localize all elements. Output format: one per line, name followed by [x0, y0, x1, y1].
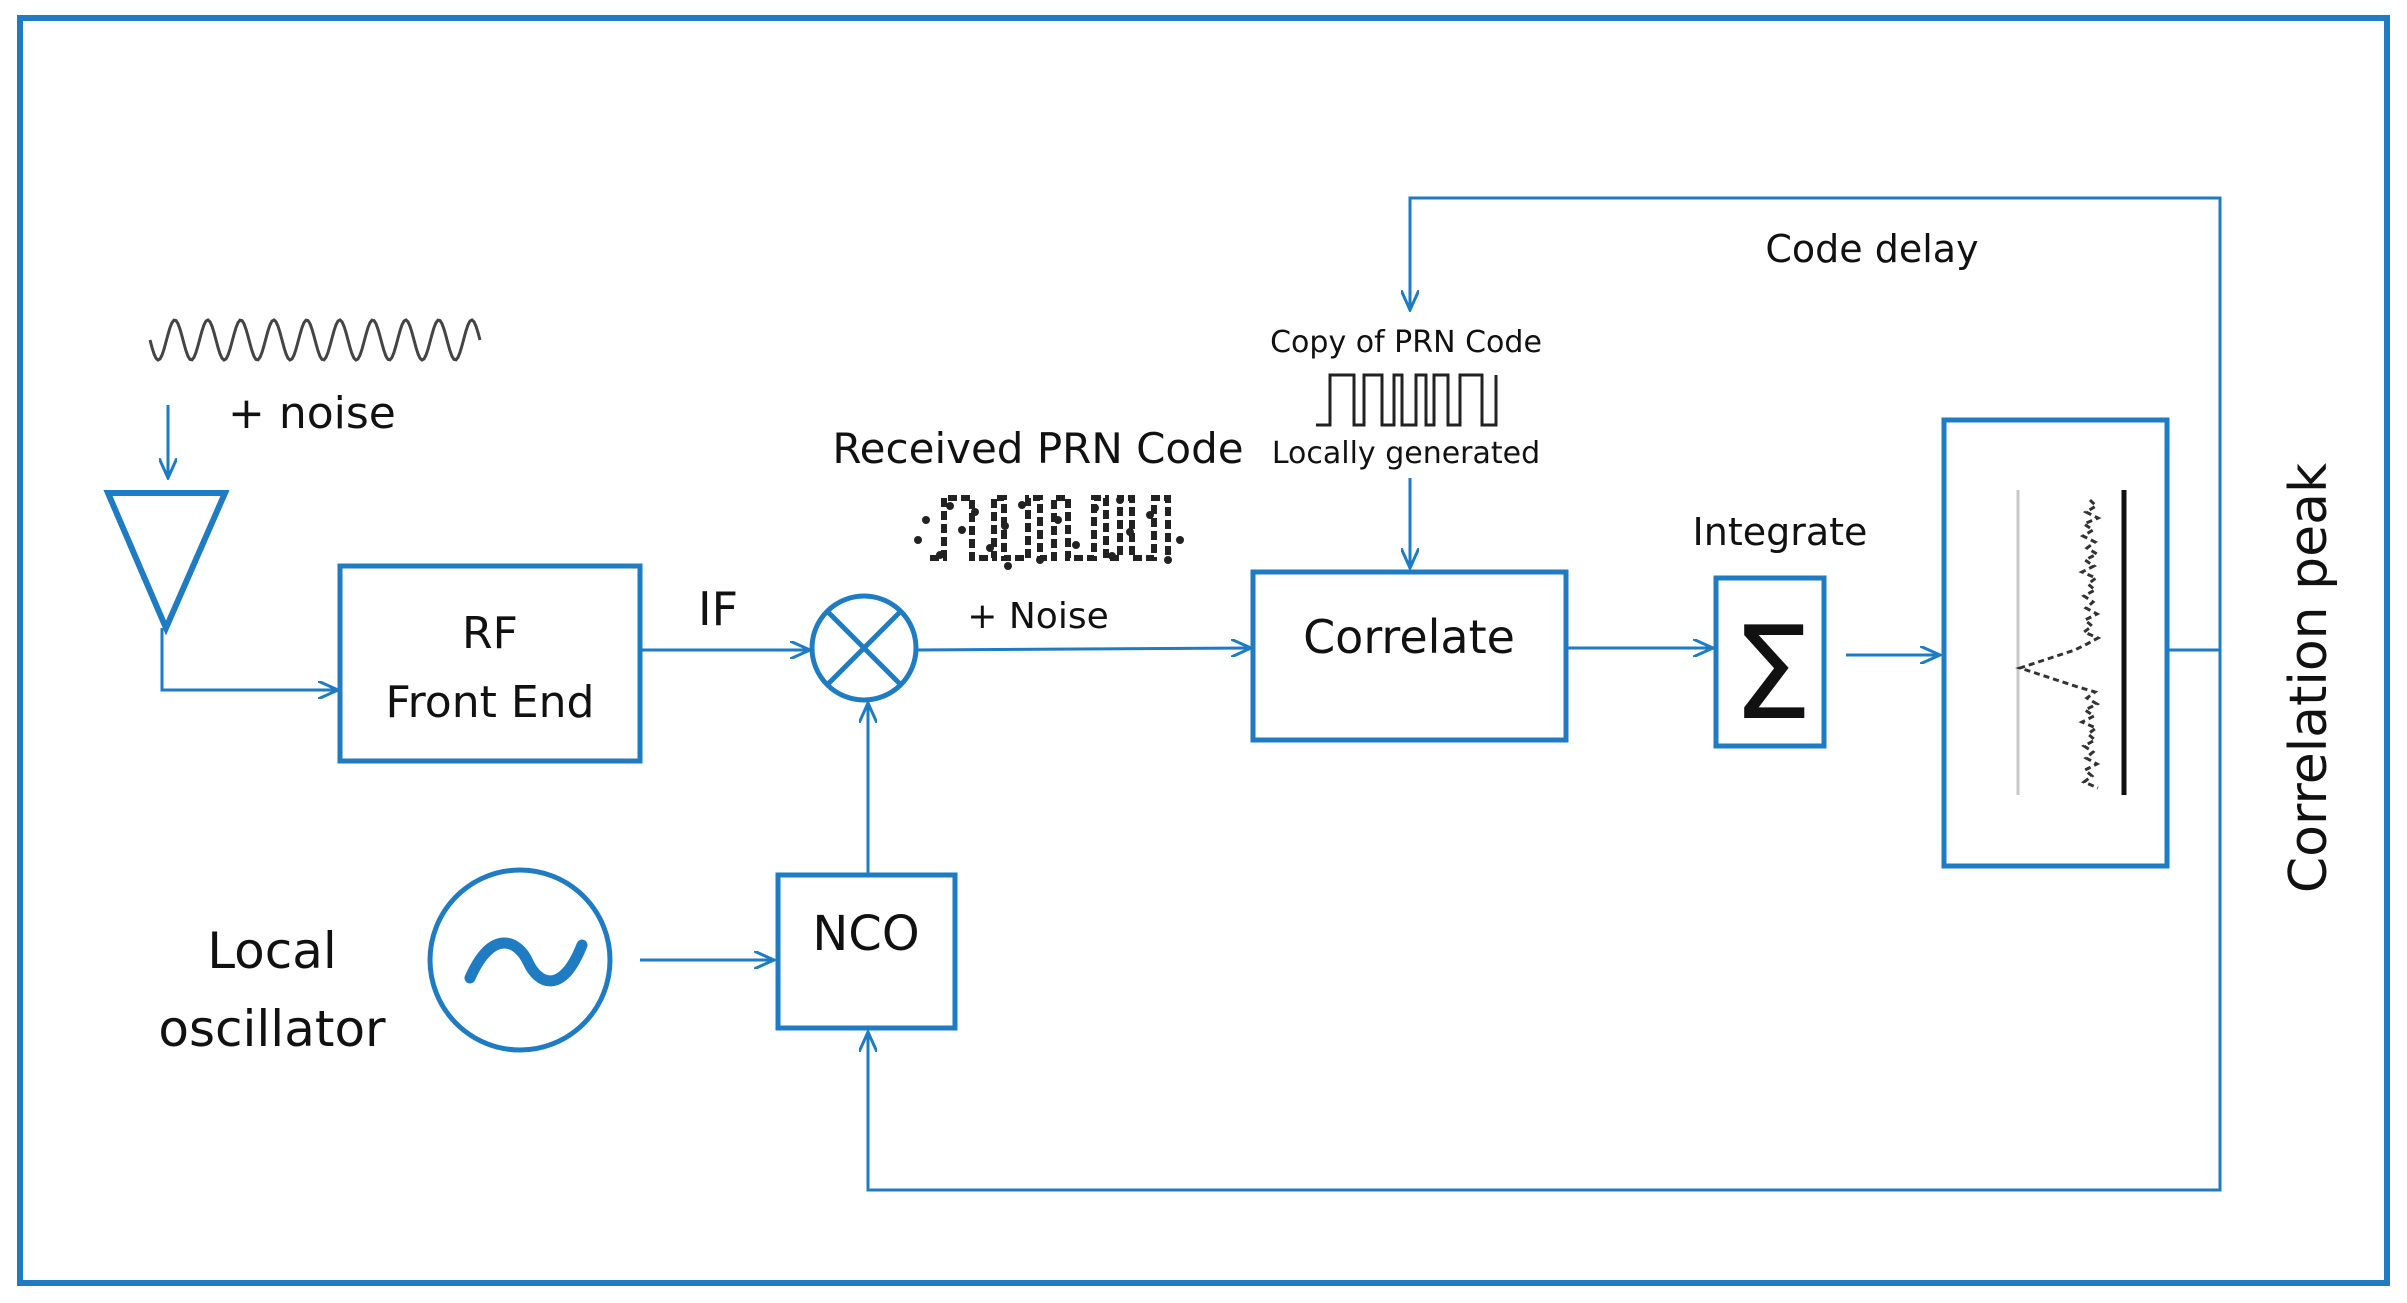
- correlate-block: [1250, 569, 1569, 743]
- correlation-display-block: [1941, 417, 2170, 869]
- sine-circle-icon: [427, 867, 613, 1053]
- mixer-x-circle-icon: [809, 593, 919, 703]
- received-prn-label: Received PRN Code: [832, 424, 1243, 473]
- code-delay-label: Code delay: [1765, 227, 1978, 271]
- code-delay-feedback-line: [1410, 196, 2222, 652]
- correlate-label: Correlate: [1303, 610, 1515, 664]
- mixer-to-correlate-arrow: [915, 648, 1251, 650]
- outer-border: [17, 15, 2390, 1286]
- carrier-feedback-line: [868, 650, 2222, 1192]
- local-label: Local: [207, 922, 337, 980]
- received-noise-dots: [914, 496, 1184, 570]
- received-prn-waveform: [930, 495, 1171, 561]
- if-label: IF: [698, 582, 738, 636]
- rf-label: RF: [462, 608, 518, 659]
- noise-label: + noise: [228, 388, 396, 439]
- integrate-block: [1713, 575, 1827, 749]
- integrate-label: Integrate: [1693, 510, 1868, 554]
- copy-prn-label: Copy of PRN Code: [1270, 325, 1542, 360]
- input-sine-wave: [148, 318, 482, 362]
- sigma-symbol: Σ: [1732, 600, 1813, 749]
- locally-generated-label: Locally generated: [1272, 436, 1540, 471]
- rf-front-end-block: [337, 563, 643, 764]
- correlation-peak-trace: [2015, 498, 2102, 790]
- nco-label: NCO: [812, 906, 919, 962]
- front-end-label: Front End: [386, 677, 595, 728]
- local-prn-waveform: [1316, 373, 1498, 427]
- antenna-triangle-icon: [103, 490, 230, 636]
- correlation-peak-label: Correlation peak: [2279, 463, 2339, 893]
- oscillator-label: oscillator: [158, 1000, 386, 1058]
- antenna-to-rf-arrow: [160, 628, 338, 690]
- plus-noise-label: + Noise: [967, 596, 1108, 637]
